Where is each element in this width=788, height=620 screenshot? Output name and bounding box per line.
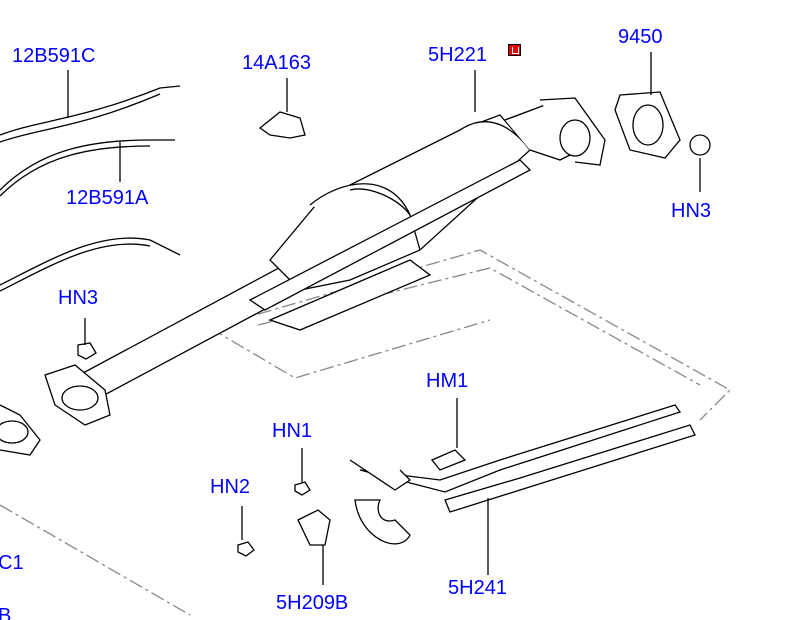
boundary-lines (0, 249, 732, 616)
part-label-B[interactable]: B (0, 605, 12, 620)
note-icon[interactable] (508, 44, 521, 56)
part-label-12B591C[interactable]: 12B591C (12, 45, 96, 67)
part-label-5H221[interactable]: 5H221 (428, 44, 487, 66)
exhaust-pipe (0, 97, 606, 456)
part-label-9450[interactable]: 9450 (618, 26, 663, 48)
gasket-9450 (614, 91, 711, 159)
part-label-14A163[interactable]: 14A163 (242, 52, 311, 74)
part-label-HN1[interactable]: HN1 (272, 420, 313, 442)
part-label-C1[interactable]: C1 (0, 552, 24, 574)
leader-lines (67, 52, 701, 585)
tube-5H241 (349, 404, 696, 545)
part-label-HN2[interactable]: HN2 (210, 476, 251, 498)
part-label-12B591A[interactable]: 12B591A (66, 187, 149, 209)
nut-hn3 (77, 342, 97, 360)
part-label-HM1[interactable]: HM1 (426, 370, 469, 392)
part-label-5H241[interactable]: 5H241 (448, 577, 507, 599)
sensor-cables (0, 85, 181, 292)
fasteners (237, 481, 331, 557)
part-label-HN3-right[interactable]: HN3 (671, 200, 712, 222)
clip-14A163 (258, 111, 306, 139)
part-label-HN3-left[interactable]: HN3 (58, 287, 99, 309)
part-label-5H209B[interactable]: 5H209B (276, 592, 349, 614)
